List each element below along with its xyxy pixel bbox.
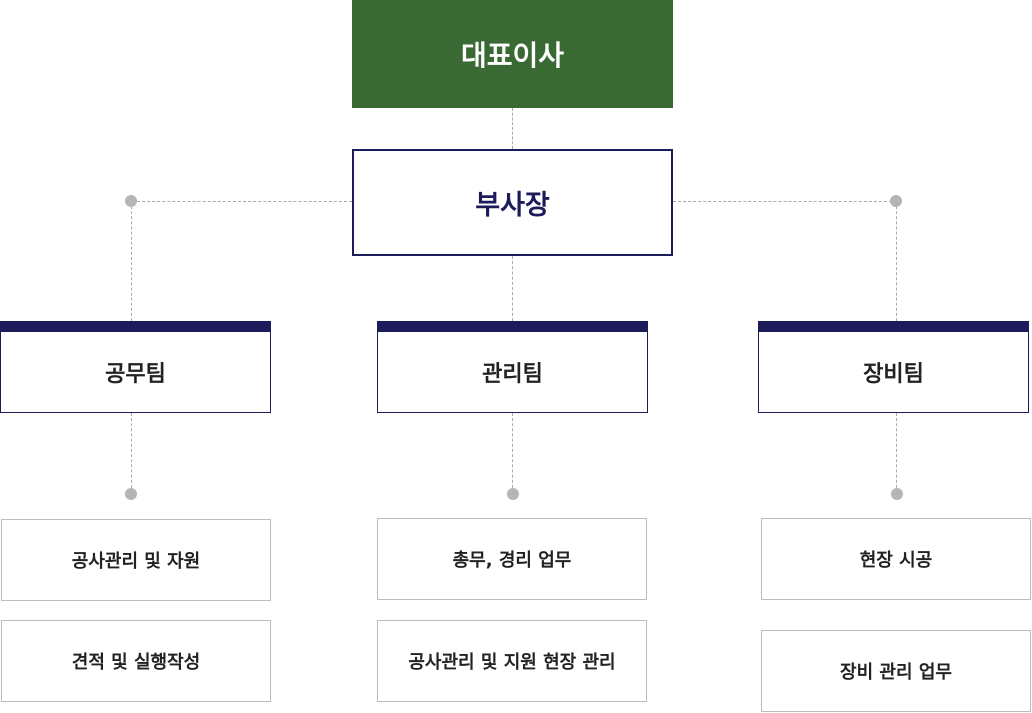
node-dot (125, 195, 137, 207)
connector-to-team-1 (131, 201, 132, 321)
task-box: 현장 시공 (761, 518, 1031, 600)
connector-ceo-vp (512, 108, 513, 149)
team-label: 공무팀 (105, 362, 166, 387)
ceo-box: 대표이사 (352, 0, 673, 108)
team-box-2: 관리팀 (377, 321, 648, 413)
connector-team-3-tasks (896, 413, 897, 493)
connector-vp-right (673, 201, 897, 202)
connector-to-team-3 (896, 201, 897, 321)
task-label: 총무, 경리 업무 (452, 550, 572, 571)
task-box: 장비 관리 업무 (761, 630, 1031, 712)
connector-team-2-tasks (512, 413, 513, 493)
team-box-3: 장비팀 (758, 321, 1029, 413)
vice-president-box: 부사장 (352, 149, 673, 256)
task-label: 현장 시공 (859, 550, 933, 571)
vice-president-label: 부사장 (475, 190, 550, 221)
team-label: 장비팀 (863, 362, 924, 387)
connector-team-1-tasks (131, 413, 132, 493)
ceo-label: 대표이사 (460, 39, 565, 72)
task-label: 공사관리 및 지원 현장 관리 (408, 652, 616, 673)
node-dot (890, 195, 902, 207)
task-box: 총무, 경리 업무 (377, 518, 647, 600)
task-box: 공사관리 및 자원 (1, 519, 271, 601)
node-dot (507, 488, 519, 500)
team-box-1: 공무팀 (0, 321, 271, 413)
node-dot (125, 488, 137, 500)
task-label: 장비 관리 업무 (840, 662, 952, 683)
connector-vp-team-2 (512, 256, 513, 321)
connector-vp-left (132, 201, 352, 202)
task-box: 공사관리 및 지원 현장 관리 (377, 620, 647, 702)
task-box: 견적 및 실행작성 (1, 620, 271, 702)
task-label: 공사관리 및 자원 (71, 551, 201, 572)
team-label: 관리팀 (482, 362, 543, 387)
node-dot (891, 488, 903, 500)
task-label: 견적 및 실행작성 (71, 652, 201, 673)
